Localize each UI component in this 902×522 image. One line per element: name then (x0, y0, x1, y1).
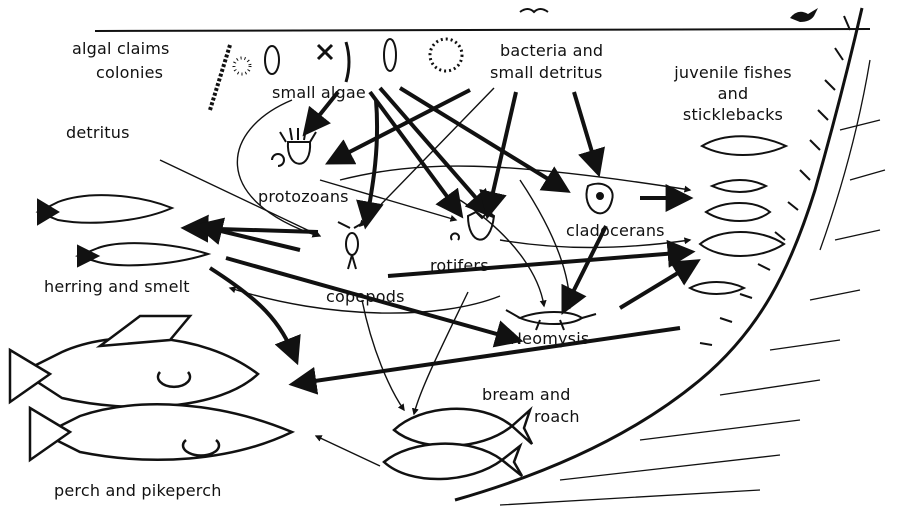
duck-icon (790, 8, 818, 22)
label-juvenile-line3: sticklebacks (658, 106, 808, 124)
water-surface (95, 29, 870, 31)
label-juvenile-line1: juvenile fishes (658, 64, 808, 82)
neomysis-icon (506, 310, 596, 330)
label-bacteria-line1: bacteria and (500, 42, 603, 60)
label-cladocerans: cladocerans (566, 222, 665, 240)
perch-pikeperch-fish (10, 316, 292, 460)
cladoceran-icon (586, 184, 612, 214)
label-bream-line1: bream and (482, 386, 571, 404)
label-rotifers: rotifers (430, 257, 489, 275)
label-algal-chains: algal claims (72, 40, 170, 58)
bird-icon (520, 9, 548, 12)
rotifer-icon (451, 212, 494, 240)
label-protozoans: protozoans (258, 188, 349, 206)
label-bacteria-line2: small detritus (490, 64, 603, 82)
herring-smelt-fish (38, 195, 208, 266)
label-bream-line2: roach (534, 408, 580, 426)
label-detritus: detritus (66, 124, 130, 142)
label-colonies: colonies (96, 64, 163, 82)
label-juvenile-line2: and (658, 85, 808, 103)
label-copepods: copepods (326, 288, 405, 306)
label-perch-pikeperch: perch and pikeperch (54, 482, 222, 500)
bream-roach-fish (384, 409, 532, 479)
label-small-algae: small algae (272, 84, 366, 102)
label-herring-smelt: herring and smelt (44, 278, 190, 296)
thin-arrows (160, 88, 690, 466)
protozoan-icon (272, 128, 316, 166)
label-neomysis: Neomysis (510, 330, 589, 348)
juvenile-fishes (690, 136, 786, 294)
copepod-icon (338, 220, 368, 269)
